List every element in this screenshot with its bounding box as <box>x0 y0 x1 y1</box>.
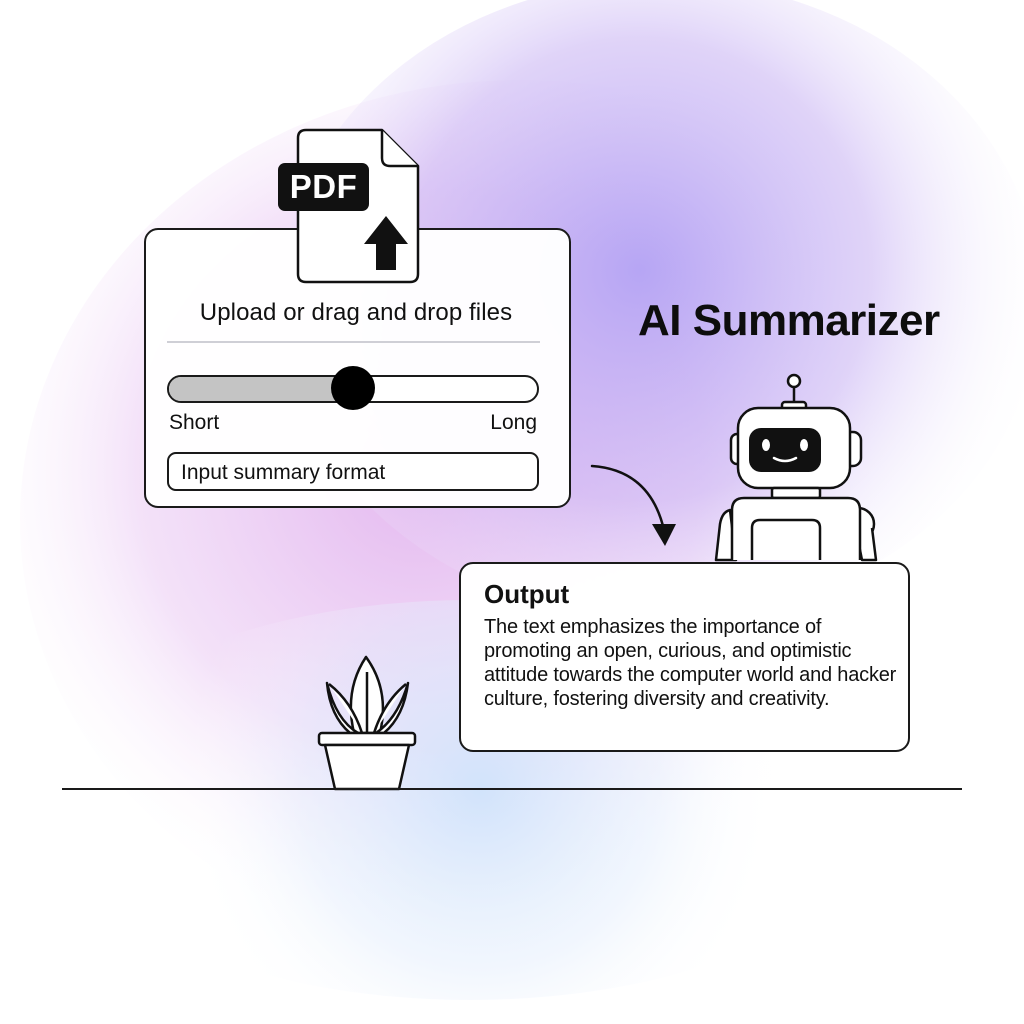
pdf-badge-label: PDF <box>289 168 358 205</box>
upload-divider <box>167 341 540 343</box>
summary-format-input[interactable]: Input summary format <box>167 452 539 491</box>
slider-thumb[interactable] <box>331 366 375 410</box>
app-title: AI Summarizer <box>638 296 940 345</box>
slider-fill <box>169 377 355 401</box>
upload-prompt[interactable]: Upload or drag and drop files <box>199 299 513 326</box>
output-text: The text emphasizes the importance of pr… <box>484 616 897 710</box>
output-card <box>459 562 910 752</box>
ground-line <box>62 788 962 790</box>
output-heading: Output <box>484 579 570 609</box>
slider-min-label: Short <box>169 411 220 434</box>
slider-max-label: Long <box>490 411 537 434</box>
